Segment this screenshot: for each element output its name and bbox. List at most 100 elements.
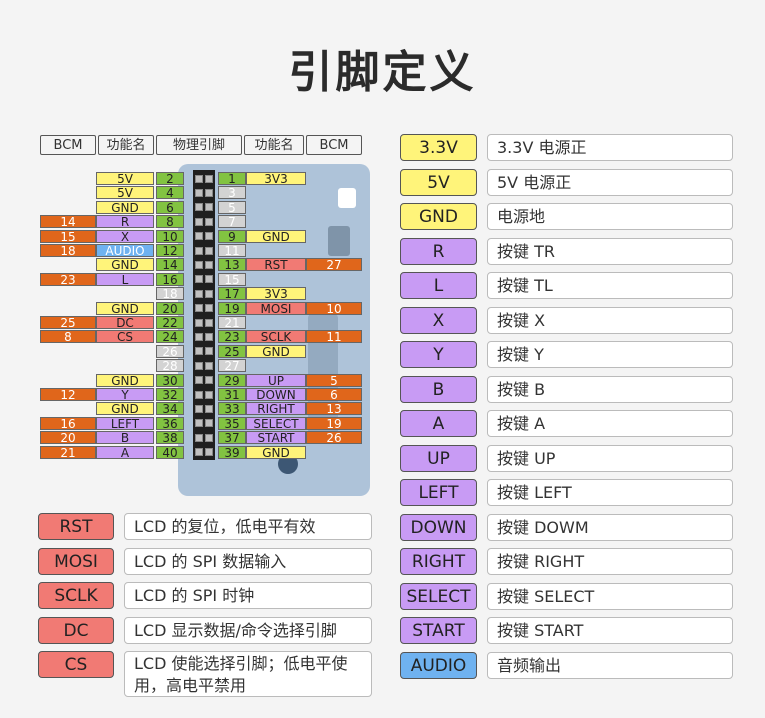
phys-pin-left: 38 — [156, 431, 184, 445]
legend-label: LEFT — [400, 479, 477, 506]
lcd-legend-desc: LCD 的 SPI 数据输入 — [124, 547, 372, 575]
bcm-right-cell: 11 — [306, 330, 362, 344]
legend-desc: 按键 B — [487, 375, 733, 403]
pin-dot-left — [195, 332, 203, 341]
func-left-cell: GND — [96, 373, 154, 387]
func-left-cell: CS — [96, 330, 154, 344]
pin-dot-right — [205, 188, 213, 197]
legend-desc: 按键 DOWM — [487, 513, 733, 541]
bcm-left-cell: 14 — [40, 215, 96, 229]
phys-pin-right: 39 — [218, 445, 246, 459]
legend-label: GND — [400, 203, 477, 230]
func-left-cell: GND — [96, 301, 154, 315]
legend-desc: 3.3V 电源正 — [487, 134, 733, 161]
bcm-left-cell: 8 — [40, 330, 96, 344]
phys-pin-right: 15 — [218, 272, 246, 286]
pin-dot-left — [195, 232, 203, 241]
lcd-legend-label: MOSI — [38, 547, 114, 575]
func-right-cell: RIGHT — [246, 402, 306, 416]
legend-label: RIGHT — [400, 548, 477, 575]
func-left-cell: A — [96, 445, 154, 459]
func-left-cell: Y — [96, 388, 154, 401]
pin-dot-left — [195, 390, 203, 399]
bcm-left-cell: 23 — [40, 272, 96, 286]
func-left-cell: 5V — [96, 172, 154, 185]
gpio-header — [193, 170, 215, 460]
phys-pin-right: 31 — [218, 388, 246, 401]
phys-pin-left: 30 — [156, 373, 184, 387]
legend-label: UP — [400, 444, 477, 472]
func-right-cell: SELECT — [246, 416, 306, 430]
func-left-cell: DC — [96, 316, 154, 329]
lcd-legend-label: CS — [38, 651, 114, 678]
legend-label: 3.3V — [400, 134, 477, 161]
legend-desc: 按键 START — [487, 617, 733, 644]
pin-dot-left — [195, 376, 203, 385]
pin-dot-left — [195, 347, 203, 356]
phys-pin-left: 34 — [156, 402, 184, 416]
pin-dot-right — [205, 260, 213, 269]
pin-dot-right — [205, 433, 213, 442]
legend-desc: 5V 电源正 — [487, 168, 733, 196]
lcd-legend-label: SCLK — [38, 582, 114, 609]
pin-dot-left — [195, 260, 203, 269]
board-jack — [328, 226, 350, 256]
legend-label: B — [400, 375, 477, 403]
bcm-left-cell: 15 — [40, 229, 96, 243]
lcd-legend-desc: LCD 的 SPI 时钟 — [124, 582, 372, 609]
page-title: 引脚定义 — [288, 47, 477, 98]
phys-pin-right: 11 — [218, 244, 246, 257]
legend-label: R — [400, 237, 477, 265]
bcm-left-cell: 16 — [40, 416, 96, 430]
func-left-cell: R — [96, 215, 154, 229]
func-left-cell: GND — [96, 258, 154, 272]
phys-pin-left: 16 — [156, 272, 184, 286]
phys-pin-left: 6 — [156, 200, 184, 214]
phys-pin-left: 24 — [156, 330, 184, 344]
legend-desc: 电源地 — [487, 203, 733, 230]
header-bcm-right: BCM — [306, 135, 362, 155]
phys-pin-left: 12 — [156, 244, 184, 257]
bcm-right-cell: 19 — [306, 416, 362, 430]
pin-dot-right — [205, 289, 213, 298]
legend-desc: 按键 A — [487, 410, 733, 437]
pin-dot-left — [195, 419, 203, 428]
func-left-cell: LEFT — [96, 416, 154, 430]
pin-dot-right — [205, 217, 213, 226]
bcm-right-cell: 13 — [306, 402, 362, 416]
pin-dot-left — [195, 318, 203, 327]
bcm-right-cell: 27 — [306, 258, 362, 272]
pin-dot-right — [205, 332, 213, 341]
func-left-cell: AUDIO — [96, 244, 154, 257]
bcm-right-cell: 10 — [306, 301, 362, 315]
legend-label: Y — [400, 341, 477, 368]
phys-pin-left: 14 — [156, 258, 184, 272]
phys-pin-right: 33 — [218, 402, 246, 416]
bcm-left-cell: 25 — [40, 316, 96, 329]
header-func-right: 功能名 — [244, 135, 304, 155]
func-left-cell: GND — [96, 402, 154, 416]
legend-desc: 按键 RIGHT — [487, 548, 733, 575]
lcd-legend-label: DC — [38, 616, 114, 644]
board-logo — [278, 454, 298, 474]
func-right-cell: 3V3 — [246, 172, 306, 185]
bcm-right-cell: 26 — [306, 431, 362, 445]
phys-pin-left: 8 — [156, 215, 184, 229]
func-right-cell: GND — [246, 445, 306, 459]
lcd-legend-desc: LCD 的复位，低电平有效 — [124, 513, 372, 540]
func-left-cell: L — [96, 272, 154, 286]
phys-pin-right: 19 — [218, 301, 246, 315]
pin-dot-left — [195, 448, 203, 457]
phys-pin-right: 3 — [218, 186, 246, 200]
phys-pin-right: 13 — [218, 258, 246, 272]
func-right-cell: SCLK — [246, 330, 306, 344]
func-left-cell: X — [96, 229, 154, 243]
phys-pin-left: 40 — [156, 445, 184, 459]
phys-pin-right: 23 — [218, 330, 246, 344]
pin-dot-left — [195, 246, 203, 255]
phys-pin-right: 27 — [218, 359, 246, 373]
legend-desc: 按键 LEFT — [487, 479, 733, 506]
board-connector — [338, 188, 356, 208]
legend-desc: 按键 UP — [487, 444, 733, 472]
